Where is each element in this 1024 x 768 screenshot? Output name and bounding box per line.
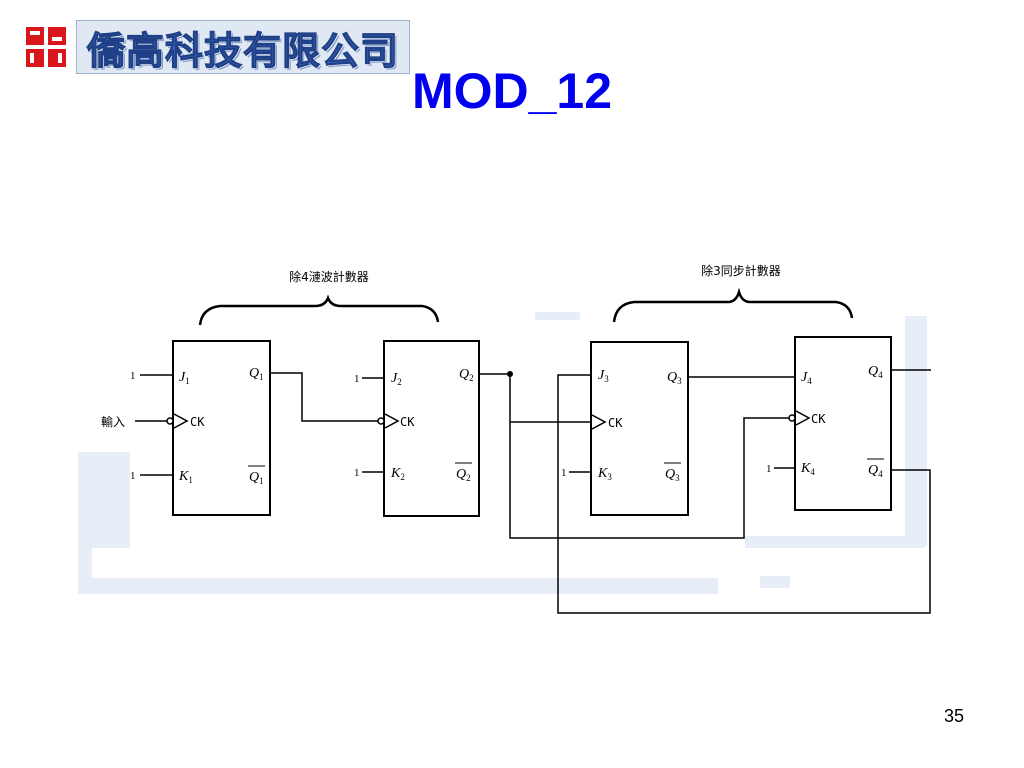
ff1-j-label: J1 [179, 370, 190, 386]
logo-text-band: 僑高科技有限公司 [76, 20, 411, 74]
ff2-clock-bubble [377, 417, 385, 425]
ff2-k-label: K2 [390, 466, 405, 482]
ff4-clock-triangle [795, 410, 811, 426]
ff4-q-label: Q4 [868, 364, 883, 380]
ff2-clock-triangle [384, 413, 400, 429]
ff2-j-label: J2 [391, 371, 402, 387]
flip-flop-4 [794, 336, 892, 511]
ff4-k-label: K4 [800, 461, 815, 477]
bracket-left-label: 除4漣波計數器 [289, 269, 369, 284]
ff3-ck-label: CK [608, 416, 623, 430]
flip-flop-3 [590, 341, 689, 516]
ff3-k-input: 1 [561, 467, 567, 479]
ff1-k-label: K1 [178, 469, 193, 485]
ff4-clock-bubble [788, 414, 796, 422]
slide-title: MOD_12 [411, 63, 613, 119]
ff3-clock-triangle [591, 414, 607, 430]
ff4-qbar-label: Q4 [868, 463, 883, 479]
bracket-right-label: 除3同步計數器 [701, 263, 781, 278]
ff4-ck-label: CK [811, 412, 826, 426]
bracket-right [612, 287, 854, 323]
ff2-j-input: 1 [354, 373, 360, 385]
ff1-clock-bubble [166, 417, 174, 425]
ff1-j-input: 1 [130, 370, 136, 382]
page-number: 35 [943, 706, 964, 726]
ff3-q-label: Q3 [667, 370, 682, 386]
ff3-j-label: J3 [598, 368, 609, 384]
ff1-ck-label: CK [190, 415, 205, 429]
ff1-clock-triangle [173, 413, 189, 429]
ff2-ck-label: CK [400, 415, 415, 429]
flip-flop-1 [172, 340, 271, 516]
input-label: 輸入 [101, 414, 125, 429]
bracket-left [198, 294, 440, 326]
ff3-k-label: K3 [597, 466, 612, 482]
company-logo: 僑高科技有限公司 [22, 20, 411, 74]
ff2-k-input: 1 [354, 467, 360, 479]
flip-flop-2 [383, 340, 480, 517]
q2-to-ck3-wire [509, 374, 592, 423]
ff1-qbar-label: Q1 [249, 470, 264, 486]
ff1-q-label: Q1 [249, 366, 264, 382]
ff2-q-label: Q2 [459, 367, 474, 383]
ff2-qbar-label: Q2 [456, 467, 471, 483]
ff1-k-input: 1 [130, 470, 136, 482]
q4bar-feedback-wire [557, 374, 931, 614]
q2-junction-dot [507, 371, 513, 377]
ff3-qbar-label: Q3 [665, 467, 680, 483]
logo-emblem-icon [22, 23, 70, 71]
ff4-j-label: J4 [801, 370, 812, 386]
q2-to-ck4-wire [509, 417, 789, 539]
ff4-k-input: 1 [766, 463, 772, 475]
logo-text: 僑高科技有限公司 [86, 28, 400, 73]
q1-to-ck2-wire [270, 372, 378, 422]
